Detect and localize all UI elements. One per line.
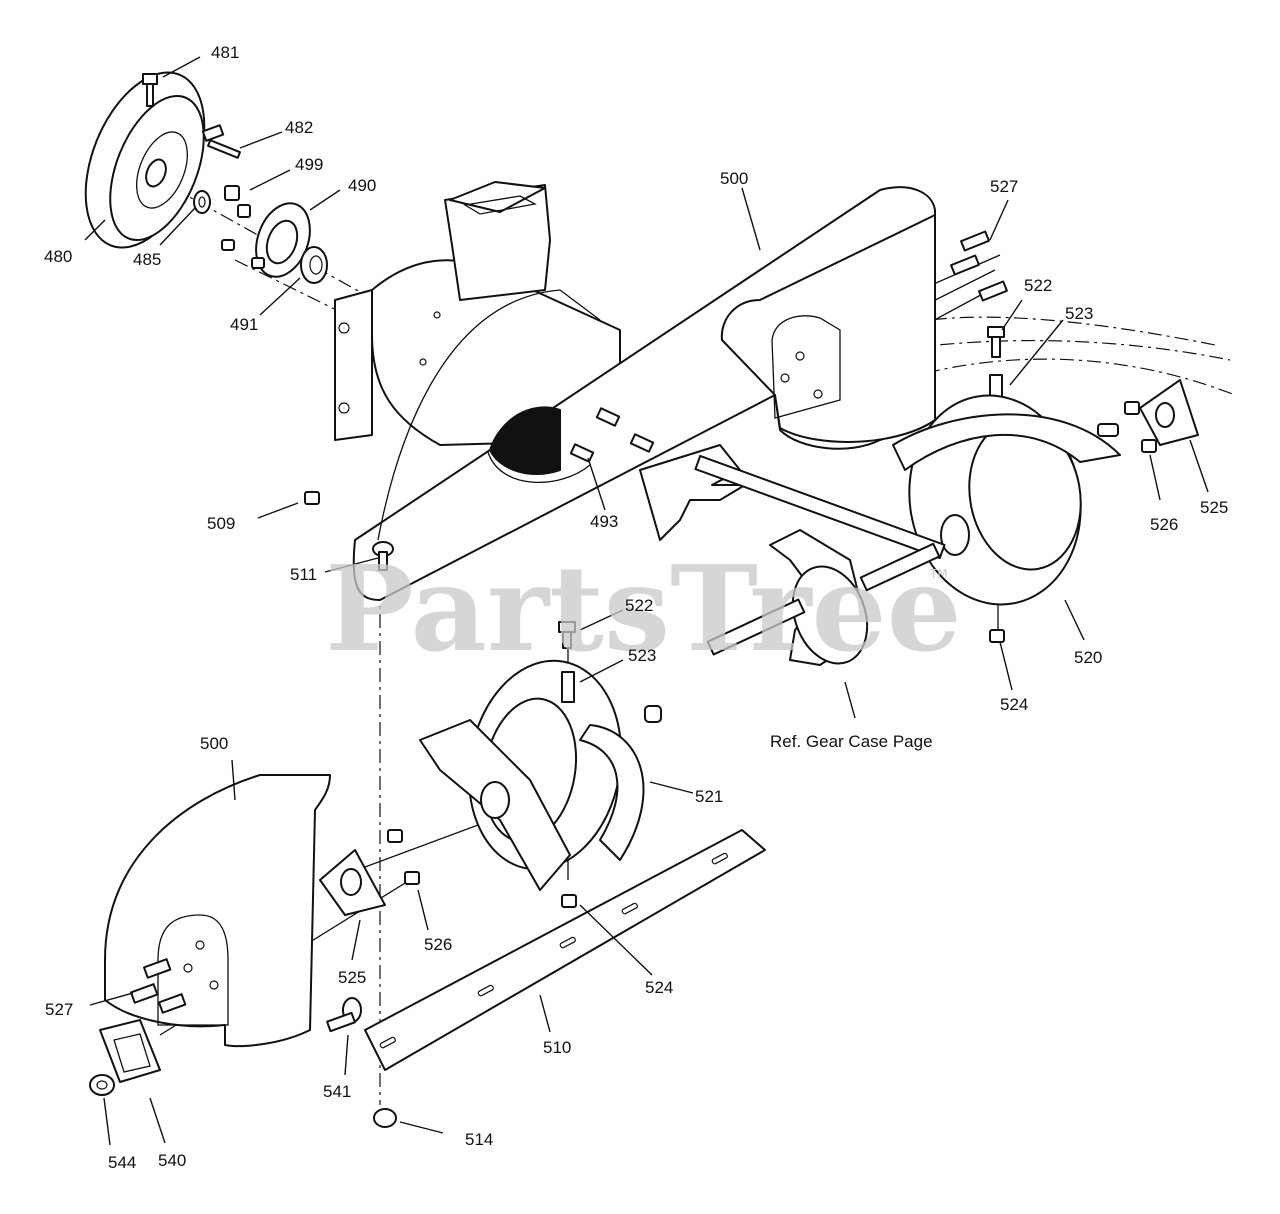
nut-524-upper — [989, 629, 1005, 643]
flange-bearing-525-upper — [1139, 379, 1199, 446]
screw-509 — [304, 491, 320, 505]
callout-526-lower: 526 — [424, 935, 452, 954]
callout-544: 544 — [108, 1153, 136, 1172]
carriage-bolts-527-upper — [950, 230, 1008, 302]
callout-480: 480 — [44, 247, 72, 266]
bolt-522-lower — [558, 621, 576, 649]
callout-541: 541 — [323, 1082, 351, 1101]
callout-522-lower: 522 — [625, 596, 653, 615]
callout-511: 511 — [290, 565, 317, 584]
callout-524-lower: 524 — [645, 978, 673, 997]
carriage-bolts-527-lower — [130, 958, 187, 1014]
skid-shoe-540 — [99, 1019, 161, 1083]
callout-521: 521 — [695, 787, 723, 806]
nut-524-lower — [561, 894, 577, 908]
pulley-480 — [84, 71, 206, 249]
callout-522-upper: 522 — [1024, 276, 1052, 295]
callout-490: 490 — [348, 176, 376, 195]
callout-524-upper: 524 — [1000, 695, 1028, 714]
callout-499: 499 — [295, 155, 323, 174]
part-number-callouts: 481 482 499 490 480 485 491 500 527 522 … — [44, 43, 1228, 1172]
side-plate-500 — [104, 774, 331, 1048]
carriage-bolt-511 — [372, 541, 394, 571]
callout-491: 491 — [230, 315, 258, 334]
callout-525-lower: 525 — [338, 968, 366, 987]
callout-510: 510 — [543, 1038, 571, 1057]
flange-bearing-525-lower — [319, 829, 403, 916]
reference-note-gear-case: Ref. Gear Case Page — [770, 732, 933, 751]
auger-520 — [892, 394, 1121, 606]
callout-481: 481 — [211, 43, 239, 62]
drive-shaft-gear-case — [639, 444, 946, 666]
callout-500-lower: 500 — [200, 734, 228, 753]
bolt-522-upper — [987, 326, 1005, 358]
callout-509: 509 — [207, 514, 235, 533]
bearing-491 — [300, 246, 328, 284]
callout-482: 482 — [285, 118, 313, 137]
spacer-523-lower — [561, 671, 575, 703]
washer-485 — [193, 190, 211, 214]
callout-514: 514 — [465, 1130, 493, 1149]
bolts-493 — [569, 407, 655, 463]
callout-500-upper: 500 — [720, 169, 748, 188]
scraper-bar-510 — [364, 829, 766, 1071]
callout-523-lower: 523 — [628, 646, 656, 665]
nut-526-lower — [404, 871, 420, 885]
bolt-hex-small — [201, 124, 225, 142]
callout-485: 485 — [133, 250, 161, 269]
callout-520: 520 — [1074, 648, 1102, 667]
watermark-trademark: TM — [929, 567, 948, 581]
watermark-text: PartsTree — [325, 539, 962, 678]
nut-499 — [224, 185, 251, 218]
callout-527-upper: 527 — [990, 177, 1018, 196]
callout-493: 493 — [590, 512, 618, 531]
key-482 — [207, 139, 241, 159]
leader-lines — [84, 56, 1209, 1146]
nut-544 — [89, 1074, 115, 1096]
carriage-bolt-541 — [326, 997, 362, 1033]
nut-514 — [373, 1108, 397, 1128]
bolt-481 — [142, 73, 158, 107]
callout-540: 540 — [158, 1151, 186, 1170]
auger-housing-500 — [334, 181, 936, 601]
callout-526-upper: 526 — [1150, 515, 1178, 534]
auger-521 — [419, 659, 662, 891]
callout-523-upper: 523 — [1065, 304, 1093, 323]
callout-525-upper: 525 — [1200, 498, 1228, 517]
nut-526-upper — [1124, 401, 1157, 453]
bearing-flange-490 — [221, 202, 311, 278]
callout-527-lower: 527 — [45, 1000, 73, 1019]
